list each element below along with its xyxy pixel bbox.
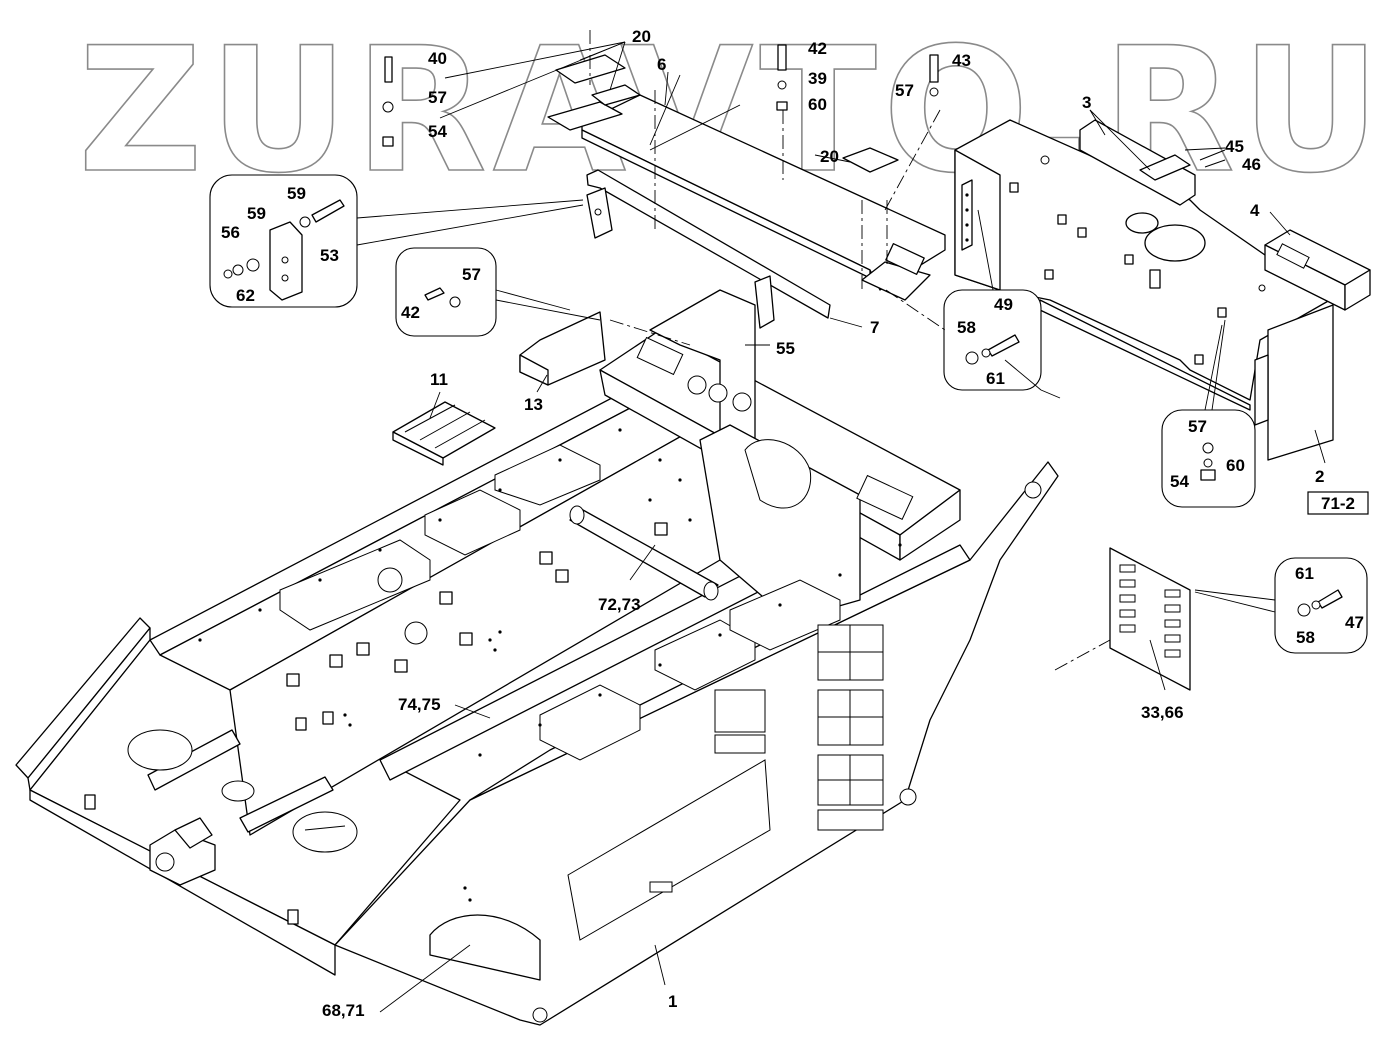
callout-57-upper-right: 57 <box>895 81 914 100</box>
callout-72-73: 72,73 <box>598 595 641 614</box>
side-access-panel <box>567 759 771 941</box>
main-frame <box>15 289 1059 1026</box>
side-door <box>1267 304 1334 461</box>
callout-33-66: 33,66 <box>1141 703 1184 722</box>
interior-tube <box>569 505 719 601</box>
callout-1: 1 <box>668 992 677 1011</box>
callout-57-mid: 57 <box>462 265 481 284</box>
callout-74-75: 74,75 <box>398 695 441 714</box>
callout-60-top: 60 <box>808 95 827 114</box>
pad-20-right <box>842 147 899 173</box>
callout-39: 39 <box>808 69 827 88</box>
callout-61-mid: 61 <box>986 369 1005 388</box>
callout-57-right: 57 <box>1188 417 1207 436</box>
callout-4: 4 <box>1250 201 1260 220</box>
detail-bubble-nut-54 <box>1161 409 1256 508</box>
fuel-cap <box>1125 212 1159 234</box>
callout-46: 46 <box>1242 155 1261 174</box>
callout-45: 45 <box>1225 137 1244 156</box>
callout-3: 3 <box>1082 93 1091 112</box>
callout-56: 56 <box>221 223 240 242</box>
reference-box <box>1307 491 1369 515</box>
step-11 <box>392 401 496 466</box>
bracket-13 <box>519 311 606 386</box>
callout-68-71: 68,71 <box>322 1001 365 1020</box>
callout-20-right: 20 <box>820 147 839 166</box>
callout-54-right: 54 <box>1170 472 1189 491</box>
callout-54-top: 54 <box>428 122 447 141</box>
callout-47: 47 <box>1345 613 1364 632</box>
callout-13: 13 <box>524 395 543 414</box>
detail-bubble-bolt-42 <box>395 247 497 337</box>
callout-61-lower: 61 <box>1295 564 1314 583</box>
callout-62: 62 <box>236 286 255 305</box>
callout-42-top: 42 <box>808 39 827 58</box>
callout-58-lower: 58 <box>1296 628 1315 647</box>
reference-box-label: 71-2 <box>1321 494 1355 513</box>
callout-58-mid: 58 <box>957 318 976 337</box>
box-4 <box>1264 229 1371 311</box>
callout-2: 2 <box>1315 467 1324 486</box>
callout-49: 49 <box>994 295 1013 314</box>
pad-20-top <box>555 54 626 84</box>
callout-6: 6 <box>657 55 666 74</box>
callout-59-upper: 59 <box>287 184 306 203</box>
callout-55: 55 <box>776 339 795 358</box>
callout-43: 43 <box>952 51 971 70</box>
callout-60-right: 60 <box>1226 456 1245 475</box>
callout-59-lower: 59 <box>247 204 266 223</box>
callout-7: 7 <box>870 318 879 337</box>
top-cover-plate <box>581 94 946 329</box>
callout-40: 40 <box>428 49 447 68</box>
callout-42-mid: 42 <box>401 303 420 322</box>
vent-grille <box>1109 547 1191 691</box>
callout-53: 53 <box>320 246 339 265</box>
callout-20-top: 20 <box>632 27 651 46</box>
callout-11: 11 <box>430 370 448 389</box>
towing-hook <box>149 817 216 886</box>
detail-bubble-bolt-49 <box>943 289 1042 391</box>
callout-57-top: 57 <box>428 88 447 107</box>
lower-arch <box>429 914 541 981</box>
